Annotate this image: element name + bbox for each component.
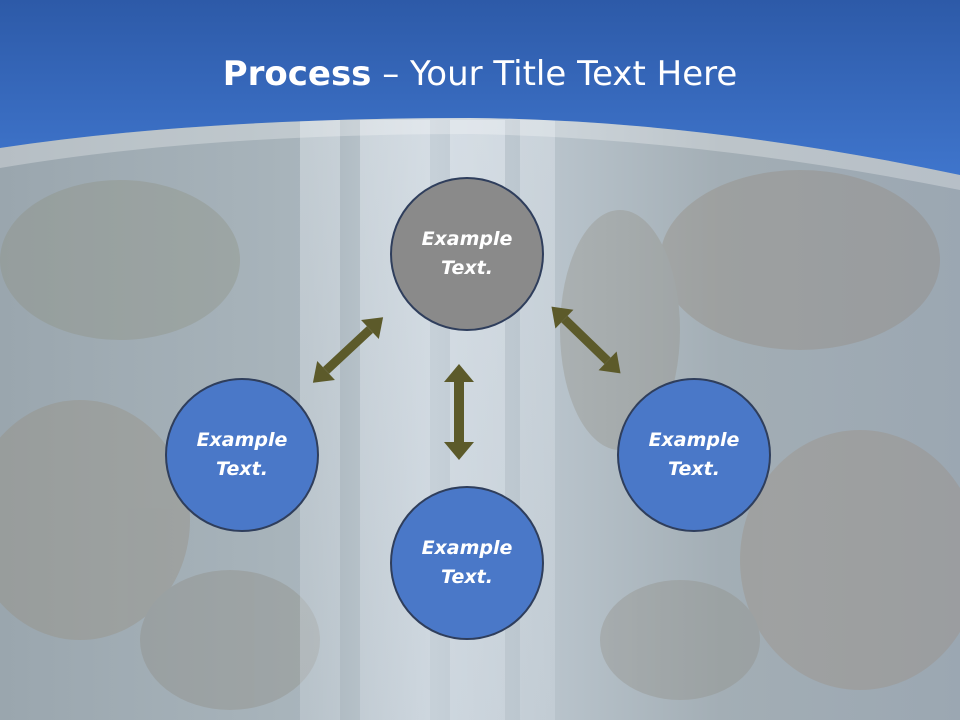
slide-title: Process – Your Title Text Here <box>0 52 960 96</box>
node-left[interactable]: Example Text. <box>165 378 319 532</box>
node-bottom-label: Example Text. <box>421 537 513 588</box>
node-top[interactable]: Example Text. <box>390 177 544 331</box>
arrow-left-to-top <box>312 317 384 383</box>
slide-title-rest: – Your Title Text Here <box>371 54 738 94</box>
slide-title-bold: Process <box>222 54 372 94</box>
node-bottom[interactable]: Example Text. <box>390 486 544 640</box>
node-left-label: Example Text. <box>196 429 288 480</box>
node-top-label: Example Text. <box>421 228 513 279</box>
arrow-top-to-right <box>551 306 621 374</box>
node-right[interactable]: Example Text. <box>617 378 771 532</box>
arrow-bottom-to-top <box>444 364 474 460</box>
node-right-label: Example Text. <box>648 429 740 480</box>
